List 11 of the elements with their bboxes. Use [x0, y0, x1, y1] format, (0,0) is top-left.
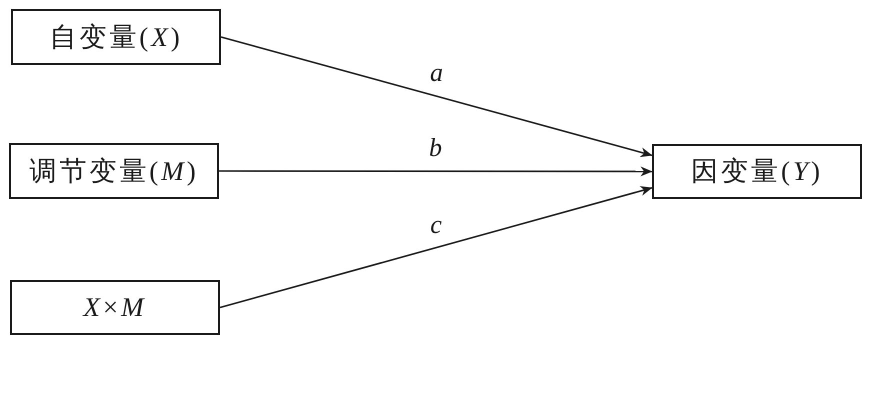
- arrow: [220, 36, 652, 158]
- box-label: 自变量(X): [49, 24, 183, 50]
- box-label: X×M: [83, 294, 147, 321]
- box-label: 调节变量(M): [29, 158, 199, 184]
- arrow: [219, 166, 652, 176]
- arrow: [220, 186, 652, 308]
- variable-box: [652, 144, 862, 199]
- variable-box: [9, 143, 219, 199]
- variable-box: [10, 280, 220, 335]
- box-label: 因变量(Y): [690, 158, 824, 185]
- variable-box: [11, 9, 221, 65]
